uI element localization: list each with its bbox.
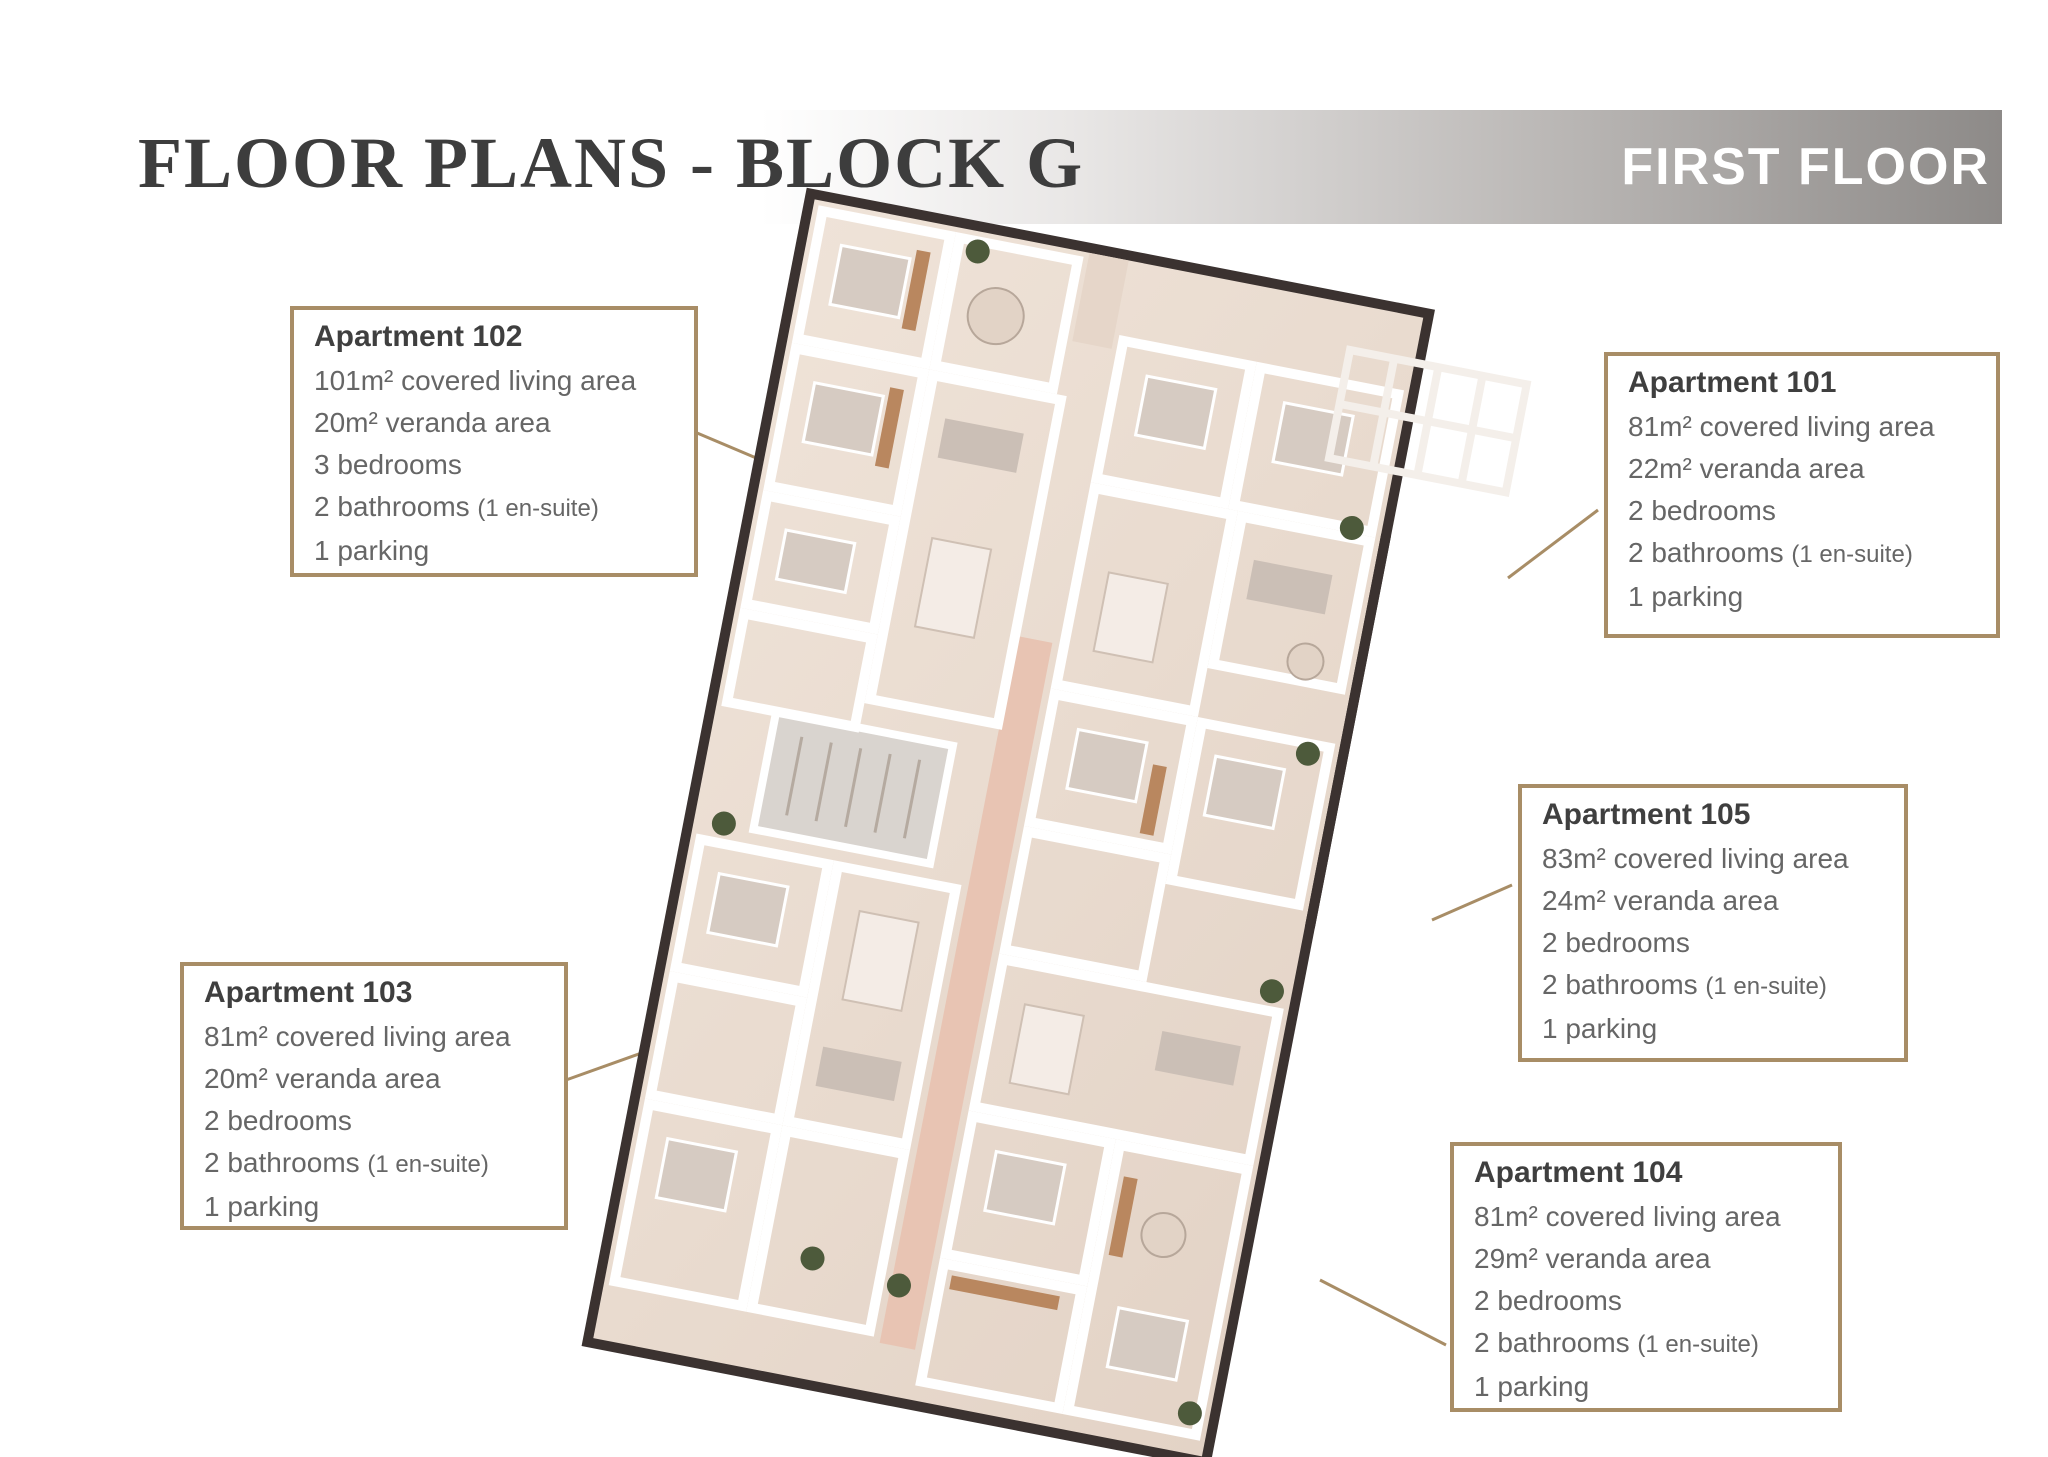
pergola bbox=[1324, 345, 1532, 498]
covered-area: 81m² covered living area bbox=[204, 1021, 511, 1052]
veranda-area: 20m² veranda area bbox=[314, 407, 551, 438]
bathrooms-count: 2 bathrooms bbox=[1542, 969, 1698, 1000]
bathrooms-count: 2 bathrooms bbox=[1474, 1327, 1630, 1358]
ensuite-note: (1 en-suite) bbox=[1705, 973, 1827, 1000]
apartment-name: Apartment 105 bbox=[1542, 798, 1751, 831]
parking: 1 parking bbox=[204, 1191, 320, 1222]
veranda-area: 24m² veranda area bbox=[1542, 885, 1779, 916]
apartment-card-102: Apartment 102 101m² covered living area … bbox=[290, 306, 698, 577]
bathrooms-count: 2 bathrooms bbox=[314, 491, 470, 522]
covered-area: 83m² covered living area bbox=[1542, 843, 1849, 874]
veranda-area: 20m² veranda area bbox=[204, 1063, 441, 1094]
parking: 1 parking bbox=[1628, 581, 1744, 612]
covered-area: 81m² covered living area bbox=[1474, 1201, 1781, 1232]
bathrooms: 2 bathrooms (1 en-suite) bbox=[1474, 1322, 1818, 1366]
bedrooms: 2 bedrooms bbox=[204, 1105, 352, 1136]
apartment-name: Apartment 103 bbox=[204, 976, 413, 1009]
bathrooms: 2 bathrooms (1 en-suite) bbox=[1628, 532, 1976, 576]
building-block bbox=[581, 187, 1435, 1457]
apartment-card-101: Apartment 101 81m² covered living area 2… bbox=[1604, 352, 2000, 638]
parking: 1 parking bbox=[314, 535, 430, 566]
apartment-card-104: Apartment 104 81m² covered living area 2… bbox=[1450, 1142, 1842, 1412]
apartment-name: Apartment 101 bbox=[1628, 366, 1837, 399]
ensuite-note: (1 en-suite) bbox=[367, 1151, 489, 1178]
covered-area: 101m² covered living area bbox=[314, 365, 637, 396]
bedrooms: 2 bedrooms bbox=[1628, 495, 1776, 526]
bathrooms: 2 bathrooms (1 en-suite) bbox=[204, 1142, 544, 1186]
bedrooms: 3 bedrooms bbox=[314, 449, 462, 480]
bathrooms: 2 bathrooms (1 en-suite) bbox=[1542, 964, 1884, 1008]
floor-label: FIRST FLOOR bbox=[1621, 138, 1990, 196]
apartment-name: Apartment 104 bbox=[1474, 1156, 1683, 1189]
apartment-card-105: Apartment 105 83m² covered living area 2… bbox=[1518, 784, 1908, 1062]
bedrooms: 2 bedrooms bbox=[1474, 1285, 1622, 1316]
parking: 1 parking bbox=[1542, 1013, 1658, 1044]
covered-area: 81m² covered living area bbox=[1628, 411, 1935, 442]
bathrooms: 2 bathrooms (1 en-suite) bbox=[314, 486, 674, 530]
bedrooms: 2 bedrooms bbox=[1542, 927, 1690, 958]
apartment-name: Apartment 102 bbox=[314, 320, 523, 353]
ensuite-note: (1 en-suite) bbox=[1637, 1331, 1759, 1358]
bathrooms-count: 2 bathrooms bbox=[204, 1147, 360, 1178]
apartment-card-103: Apartment 103 81m² covered living area 2… bbox=[180, 962, 568, 1230]
bathrooms-count: 2 bathrooms bbox=[1628, 537, 1784, 568]
ensuite-note: (1 en-suite) bbox=[477, 495, 599, 522]
veranda-area: 29m² veranda area bbox=[1474, 1243, 1711, 1274]
header-gradient-bar bbox=[760, 110, 2002, 224]
ensuite-note: (1 en-suite) bbox=[1791, 541, 1913, 568]
parking: 1 parking bbox=[1474, 1371, 1590, 1402]
page-title: FLOOR PLANS - BLOCK G bbox=[138, 123, 1085, 203]
veranda-area: 22m² veranda area bbox=[1628, 453, 1865, 484]
